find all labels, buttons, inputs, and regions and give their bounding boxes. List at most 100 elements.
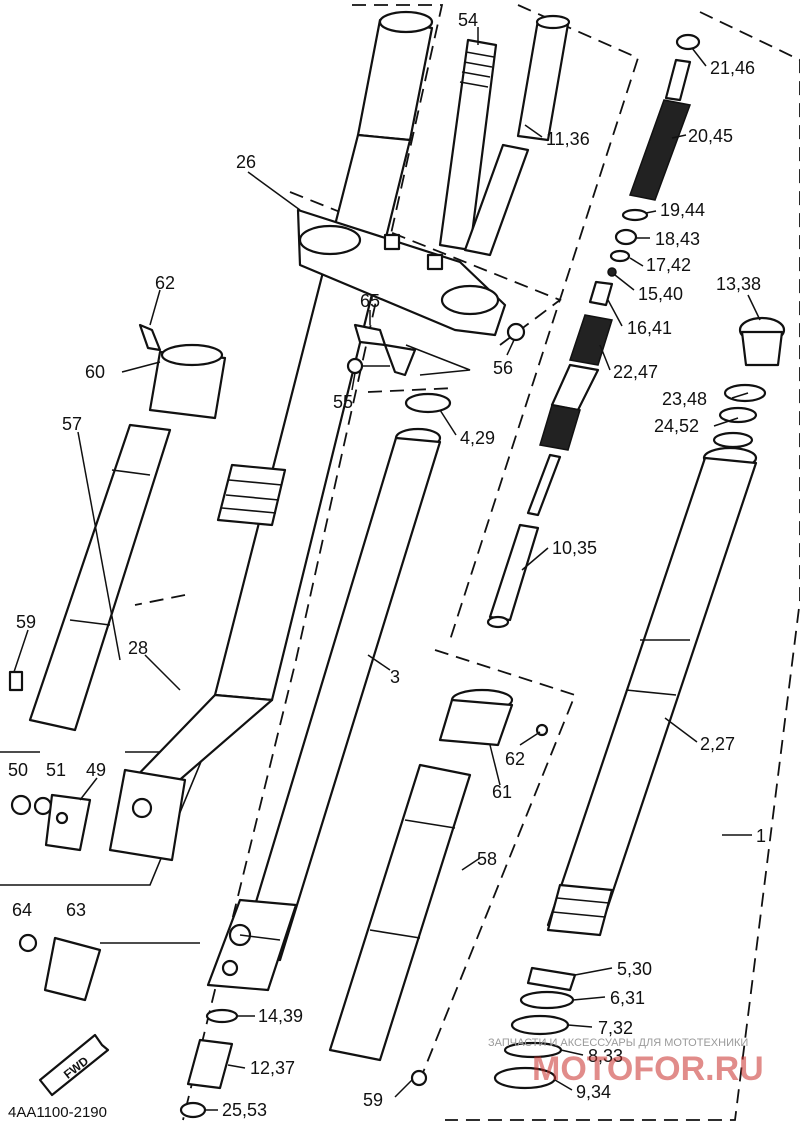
callout-18-43: 18,43 <box>655 229 700 249</box>
callout-6-31: 6,31 <box>610 988 645 1008</box>
cylinder-body <box>463 143 530 257</box>
callout-25-53: 25,53 <box>222 1100 267 1120</box>
callout-61: 61 <box>492 782 512 802</box>
callout-64: 64 <box>12 900 32 920</box>
leader-62-top <box>149 289 161 326</box>
cylinder-cap <box>535 14 571 30</box>
seal-9-34 <box>493 1066 557 1090</box>
bracket-right-clamp <box>440 284 500 316</box>
leader-2-27 <box>664 717 698 743</box>
callout-54: 54 <box>458 10 478 30</box>
callout-65: 65 <box>360 291 380 311</box>
damper-rod <box>526 453 562 517</box>
bottom-left-parts <box>179 1008 239 1119</box>
callout-23-48: 23,48 <box>662 389 707 409</box>
guard-ribs <box>69 469 151 626</box>
leader-17-42 <box>629 257 644 267</box>
leader-23-48 <box>731 392 749 399</box>
leader-21-46 <box>691 47 707 67</box>
nut-50 <box>10 794 32 816</box>
callout-62-mid: 62 <box>505 749 525 769</box>
spring-22-47 <box>569 314 613 366</box>
callout-10-35: 10,35 <box>552 538 597 558</box>
seal-24-52 <box>718 406 758 424</box>
leader-22-47 <box>599 344 611 371</box>
callout-63: 63 <box>66 900 86 920</box>
callout-11-36: 11,36 <box>546 129 590 149</box>
leader-12-37 <box>227 1064 246 1069</box>
leader-57 <box>77 431 121 661</box>
callout-13-38: 13,38 <box>716 274 761 294</box>
leader-59-top <box>13 629 29 673</box>
bolt-16-41 <box>588 280 614 307</box>
leader-8-33 <box>560 1049 584 1056</box>
axle-bracket <box>206 898 298 992</box>
callout-24-52: 24,52 <box>654 416 699 436</box>
inner-tube-bottom-seal <box>546 883 614 937</box>
leader-60 <box>121 361 161 373</box>
leader-26 <box>247 171 301 211</box>
guard-clamp-61 <box>438 698 514 747</box>
seal-23-48 <box>723 383 767 403</box>
leader-11-36 <box>524 124 543 138</box>
leader-20-45 <box>671 134 687 139</box>
guard-link-boundary <box>134 594 186 606</box>
leader-9-34 <box>554 1079 573 1091</box>
seal-ridges <box>221 479 283 514</box>
cap-bolt-body <box>740 330 784 367</box>
callout-8-33: 8,33 <box>588 1046 623 1066</box>
diagram-code: 4AA1100-2190 <box>8 1104 107 1121</box>
watermark-brand: MOTOFOR.RU <box>532 1050 764 1088</box>
leader-24-52 <box>713 417 739 427</box>
callout-3: 3 <box>390 667 400 687</box>
callout-59-bottom: 59 <box>363 1090 383 1110</box>
leader-16-41 <box>607 299 623 327</box>
left-lower-leg <box>108 693 274 862</box>
callout-60: 60 <box>85 362 105 382</box>
watermark-tagline: ЗАПЧАСТИ И АКСЕССУАРЫ ДЛЯ МОТОТЕХНИКИ <box>488 1037 748 1049</box>
callout-57: 57 <box>62 414 82 434</box>
sleeve-boundary <box>367 387 456 393</box>
leader-19-44 <box>645 210 657 214</box>
watermark: ЗАПЧАСТИ И АКСЕССУАРЫ ДЛЯ МОТОТЕХНИКИ MO… <box>488 1037 764 1088</box>
cap-and-seals <box>712 316 786 449</box>
fwd-arrow-icon: FWD <box>38 1033 110 1097</box>
bracket-hole-2 <box>221 959 239 977</box>
leader-lines <box>13 27 761 1111</box>
spring-lower <box>539 404 581 451</box>
piston-10-35 <box>488 523 540 622</box>
holder <box>18 933 102 1002</box>
ring-17-42 <box>609 249 631 263</box>
nut-56 <box>506 322 526 342</box>
bolt-59-top <box>8 670 24 692</box>
clamp-hole <box>55 811 69 825</box>
leader-59-bottom <box>394 1079 413 1098</box>
leader-13-38 <box>747 294 761 321</box>
ball-15-40 <box>607 267 617 277</box>
leader-7-32 <box>567 1024 593 1028</box>
bracket-left-clamp <box>298 224 362 256</box>
leader-4-29 <box>439 409 457 436</box>
leader-6-31 <box>572 996 606 1001</box>
leader-56 <box>506 339 515 356</box>
leader-15-40 <box>614 274 635 291</box>
center-inner-tube <box>238 392 452 962</box>
guard-58-ribs <box>369 819 456 939</box>
guard-57 <box>28 423 172 732</box>
callout-14-39: 14,39 <box>258 1006 303 1026</box>
callout-12-37: 12,37 <box>250 1058 295 1078</box>
cylinder-top <box>516 18 570 142</box>
outer-tube-cap <box>378 10 434 34</box>
holder-63 <box>43 936 102 1002</box>
leader-28 <box>144 654 181 691</box>
bracket-bolt <box>383 233 401 251</box>
callout-58: 58 <box>477 849 497 869</box>
right-inner-tube <box>546 446 758 937</box>
callout-26: 26 <box>236 152 256 172</box>
bolt-64 <box>18 933 38 953</box>
upper-bracket <box>296 208 507 337</box>
bolt-59-bottom <box>410 1069 428 1087</box>
rod-upper <box>664 58 692 102</box>
right-assembly-boundary <box>445 11 800 1121</box>
damper-assembly-boundary <box>449 4 640 641</box>
